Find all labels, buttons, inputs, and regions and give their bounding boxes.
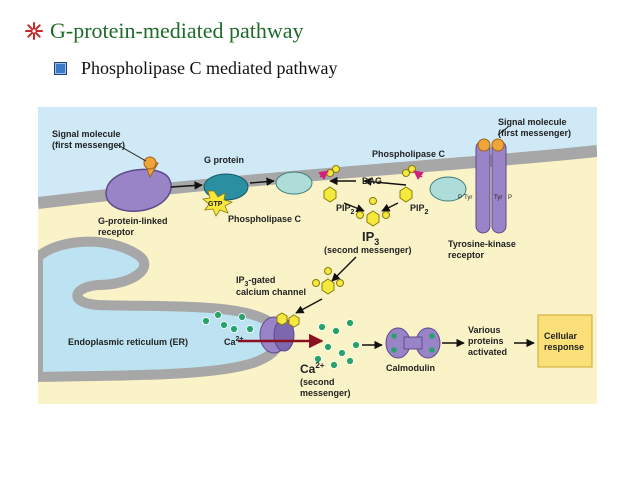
phospholipase-c-left-shape: [275, 171, 313, 195]
slide-title: G-protein-mediated pathway: [50, 18, 304, 43]
g-protein-linked-receptor: [105, 156, 172, 212]
signal-molecule-left-label-1: Signal molecule: [52, 129, 121, 139]
gtp-label: GTP: [208, 201, 223, 208]
pathway-diagram: Signal molecule (first messenger) G-prot…: [38, 107, 597, 404]
ca-er-label: Ca2+: [224, 336, 244, 347]
ip3-label: IP3: [362, 229, 379, 247]
dag-label: DAG: [362, 176, 382, 186]
gtp-starburst: [202, 190, 234, 217]
gpcr-label-1: G-protein-linked: [98, 216, 168, 226]
signal-molecule-right-label-2: (first messenger): [498, 128, 571, 138]
phospholipase-c-right-shape: [429, 176, 467, 202]
ip3-molecule-2: [312, 267, 344, 295]
various-proteins-label-2: proteins: [468, 336, 504, 346]
calcium-ions-cytosol: [314, 319, 360, 369]
cellular-response-label-2: response: [544, 342, 584, 352]
phospholipase-c-left-label: Phospholipase C: [228, 214, 302, 224]
calmodulin-shape: [385, 327, 441, 359]
er-label: Endoplasmic reticulum (ER): [68, 337, 188, 347]
square-bullet-icon: [54, 62, 67, 75]
snowflake-bullet-icon: [25, 22, 43, 40]
ip3-gated-channel-label-1: IP3-gated: [236, 275, 275, 288]
ip3-gated-channel-label-2: calcium channel: [236, 287, 306, 297]
cellular-response-label-1: Cellular: [544, 331, 578, 341]
calcium-ions-er: [202, 311, 254, 333]
various-proteins-label-3: activated: [468, 347, 507, 357]
signal-molecule-right-label-1: Signal molecule: [498, 117, 567, 127]
ca-big-label: Ca2+: [300, 361, 325, 376]
phospho-tyrosine-sites: P Tyr Tyr P: [458, 195, 512, 201]
cellular-response-box: [537, 314, 593, 368]
gpcr-label-2: receptor: [98, 227, 135, 237]
svg-text:P: P: [508, 195, 512, 201]
extracellular-region: [38, 107, 597, 203]
svg-text:P: P: [458, 195, 462, 201]
slide-subtitle: Phospholipase C mediated pathway: [81, 58, 338, 78]
g-protein-label: G protein: [204, 155, 244, 165]
ca-second-messenger-label-1: (second: [300, 377, 335, 387]
rtk-label-2: receptor: [448, 250, 485, 260]
phospholipase-c-right-top-label: Phospholipase C: [372, 149, 446, 159]
subtitle-row: Phospholipase C mediated pathway: [54, 58, 337, 79]
ip3-gated-calcium-channel: [259, 312, 300, 354]
pip2-right-label: PIP2: [410, 203, 429, 216]
svg-text:Tyr: Tyr: [494, 195, 502, 201]
various-proteins-label-1: Various: [468, 325, 501, 335]
tyrosine-kinase-receptor: [475, 138, 507, 234]
pip2-left-label: PIP2: [336, 203, 355, 216]
endoplasmic-reticulum: [38, 236, 285, 383]
svg-text:Tyr: Tyr: [464, 195, 472, 201]
signal-molecule-left-label-2: (first messenger): [52, 140, 125, 150]
rtk-label-1: Tyrosine-kinase: [448, 239, 516, 249]
ca-second-messenger-label-2: messenger): [300, 388, 351, 398]
title-row: G-protein-mediated pathway: [24, 18, 304, 44]
ip3-molecule: [356, 197, 390, 227]
calmodulin-label: Calmodulin: [386, 363, 435, 373]
second-messenger-label: (second messenger): [324, 245, 412, 255]
